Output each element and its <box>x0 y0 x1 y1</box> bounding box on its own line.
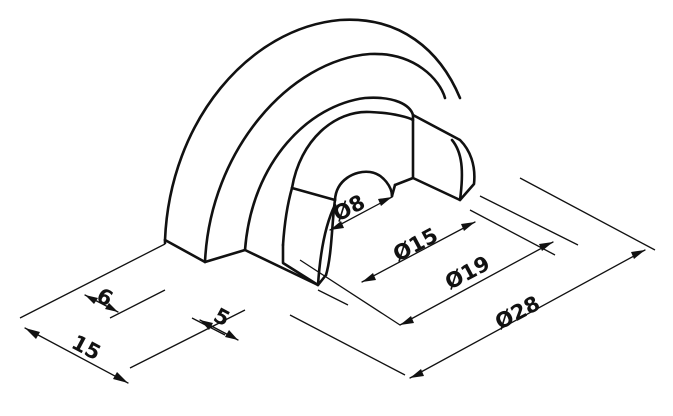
right-block-inner <box>393 176 415 187</box>
arrowhead <box>113 372 128 383</box>
arrowhead <box>25 328 40 339</box>
outer-left-edge <box>163 238 207 264</box>
dimension-lines <box>24 196 646 384</box>
right-block-curve <box>450 138 464 202</box>
outer-front-arc <box>203 52 447 264</box>
ext-line <box>317 289 349 306</box>
dim-label-15: 15 <box>68 330 105 365</box>
arrowhead <box>400 316 414 325</box>
ext-line <box>519 177 656 251</box>
dim-line-d15 <box>361 221 476 283</box>
arrowhead <box>105 303 118 312</box>
outer-back-arc <box>163 18 462 242</box>
ledge-floor <box>243 248 320 287</box>
arrowhead <box>461 222 475 231</box>
arrowhead <box>330 221 344 230</box>
boss-left <box>281 243 328 287</box>
extension-lines <box>19 177 656 376</box>
ledge-arc <box>243 96 415 252</box>
ext-line <box>129 309 246 369</box>
arrowhead <box>410 369 424 378</box>
inner-ring-arc <box>290 110 415 190</box>
arrowhead <box>539 242 553 251</box>
arrowhead <box>362 273 376 282</box>
ext-line <box>479 195 579 246</box>
dim-line-15 <box>24 327 129 384</box>
ext-line <box>289 314 406 376</box>
dim-label-d28: Ø28 <box>491 291 544 334</box>
arrowhead <box>225 330 238 340</box>
arrowhead <box>200 320 213 330</box>
dim-line-d19 <box>399 241 554 326</box>
dim-line-d28 <box>409 249 646 379</box>
ledge-base-left <box>203 248 247 264</box>
boss-front-arc <box>316 203 337 287</box>
boss-top <box>290 186 337 202</box>
bore-arc <box>333 170 394 202</box>
arrowhead <box>631 250 645 259</box>
ext-line <box>299 259 401 326</box>
right-block-top <box>411 113 476 202</box>
ext-line <box>19 243 166 319</box>
arrowhead <box>85 295 98 304</box>
inner-ring-front-arc <box>281 186 294 247</box>
part-outline <box>163 18 476 287</box>
dim-label-d15: Ø15 <box>389 223 442 266</box>
dim-label-6: 6 <box>93 283 117 311</box>
bore-right-line <box>390 183 397 198</box>
arrowhead <box>378 197 392 206</box>
ext-line <box>109 289 166 319</box>
